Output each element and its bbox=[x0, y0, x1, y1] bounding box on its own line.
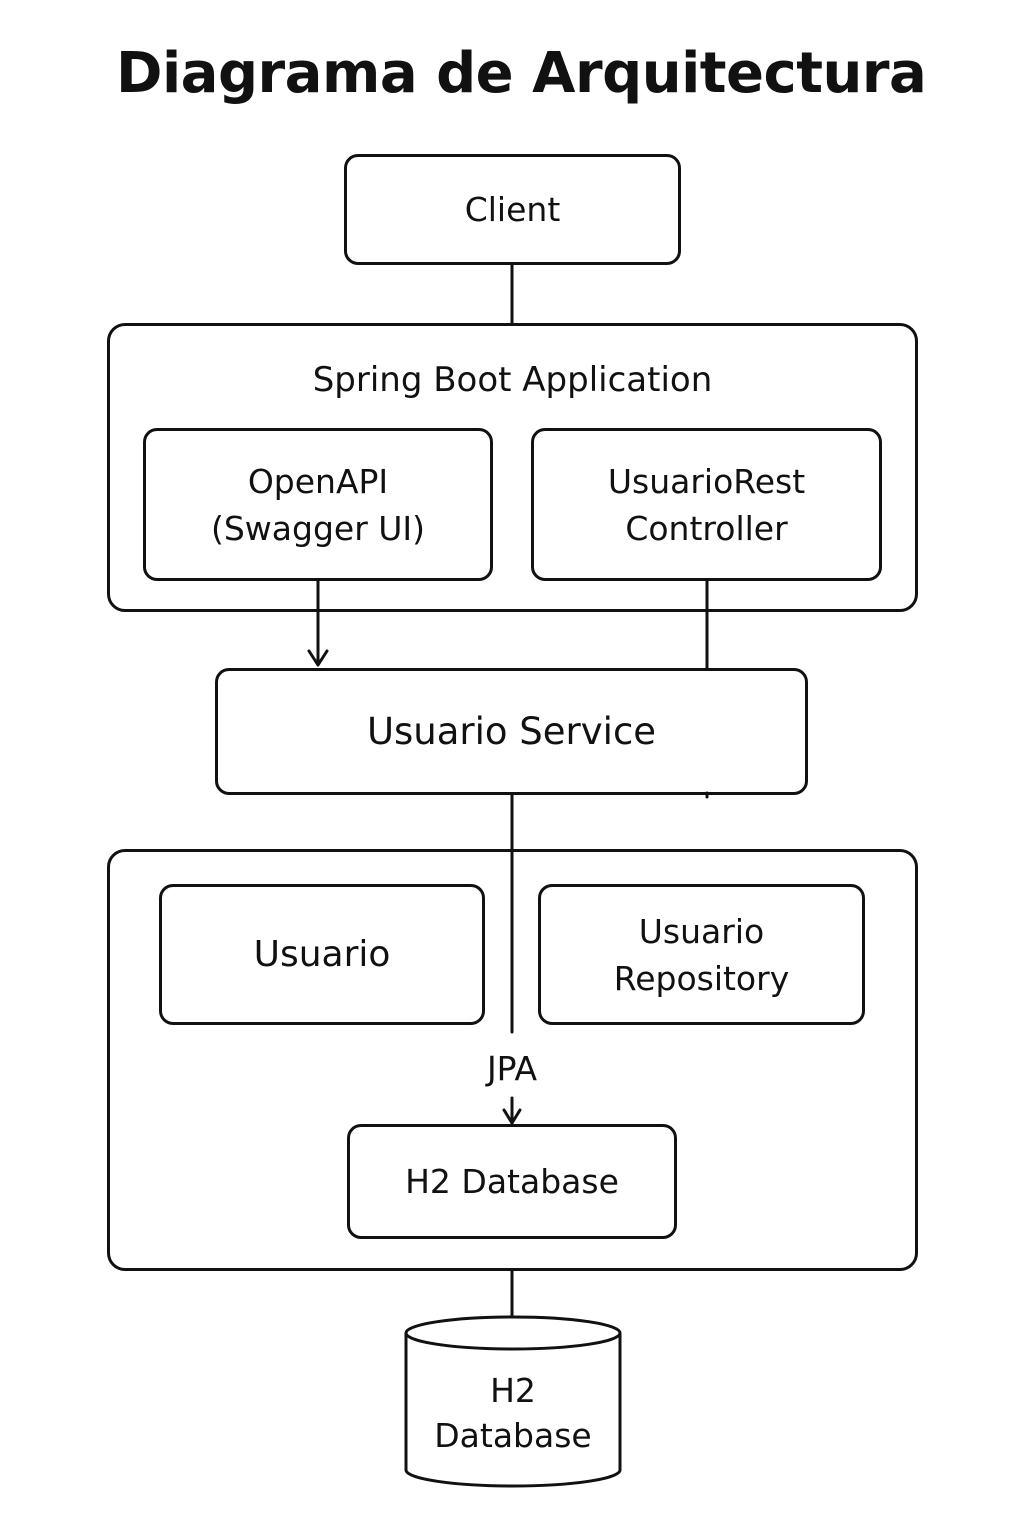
openapi-label-line2: (Swagger UI) bbox=[210, 508, 426, 548]
usuario-repository-box: Usuario Repository bbox=[538, 884, 865, 1025]
usuario-service-box: Usuario Service bbox=[215, 668, 808, 795]
h2-database-cylinder-label-line1: H2 bbox=[490, 1371, 536, 1410]
h2-database-box-label: H2 Database bbox=[405, 1162, 619, 1201]
openapi-label-line1: OpenAPI bbox=[247, 461, 389, 501]
client-box: Client bbox=[344, 154, 681, 265]
openapi-box: OpenAPI (Swagger UI) bbox=[143, 428, 493, 581]
arrowhead-jpa-to-h2 bbox=[502, 1108, 522, 1125]
usuario-repository-label-line2: Repository bbox=[613, 958, 790, 998]
usuario-box: Usuario bbox=[159, 884, 485, 1025]
h2-database-box: H2 Database bbox=[347, 1124, 677, 1239]
diagram-title: Diagrama de Arquitectura bbox=[116, 41, 927, 106]
jpa-label: JPA bbox=[486, 1049, 538, 1088]
h2-database-cylinder-label-line2: Database bbox=[434, 1416, 592, 1455]
usuario-rest-controller-label-line2: Controller bbox=[625, 508, 788, 548]
client-label: Client bbox=[464, 190, 561, 229]
spring-boot-application-group: Spring Boot Application bbox=[107, 323, 918, 612]
usuario-label: Usuario bbox=[253, 934, 391, 975]
usuario-service-label: Usuario Service bbox=[366, 710, 657, 753]
usuario-rest-controller-box: UsuarioRest Controller bbox=[531, 428, 882, 581]
spring-boot-application-label: Spring Boot Application bbox=[312, 360, 713, 400]
h2-database-cylinder-label: H2 Database bbox=[405, 1368, 621, 1458]
arrowhead-openapi-to-service bbox=[307, 649, 329, 667]
usuario-repository-label-line1: Usuario bbox=[638, 911, 765, 951]
database-cylinder-icon bbox=[404, 1315, 622, 1488]
usuario-rest-controller-label-line1: UsuarioRest bbox=[607, 461, 806, 501]
data-layer-group bbox=[107, 849, 918, 1271]
